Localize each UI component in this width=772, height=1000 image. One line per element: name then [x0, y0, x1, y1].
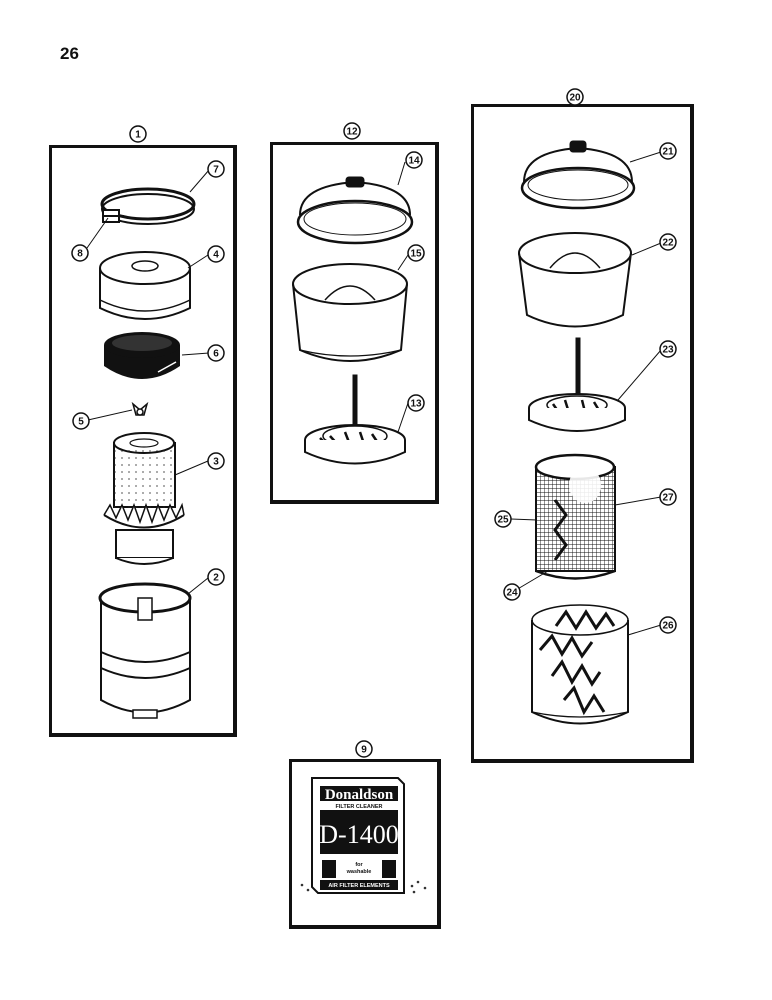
callout-23: 23	[662, 345, 674, 356]
filter-element-3	[103, 432, 185, 565]
box-subtitle: FILTER CLEANER	[336, 804, 383, 810]
callout-markers	[71, 88, 677, 758]
callout-1: 1	[135, 130, 141, 141]
callout-27: 27	[662, 493, 674, 504]
page-number: 26	[60, 44, 79, 63]
box-model: D-1400	[319, 820, 398, 849]
callout-8: 8	[77, 249, 83, 260]
callout-4: 4	[213, 250, 219, 261]
callout-21: 21	[662, 147, 674, 158]
callout-13: 13	[410, 399, 422, 410]
bowl-22	[518, 232, 632, 328]
callout-22: 22	[662, 238, 674, 249]
callout-12: 12	[346, 127, 358, 138]
wing-nut-5	[131, 401, 149, 416]
clamp-ring-7	[100, 187, 196, 225]
oil-cup-2	[98, 582, 192, 719]
callout-5: 5	[78, 417, 84, 428]
cap-21	[520, 140, 636, 210]
callout-20: 20	[569, 93, 581, 104]
center-plate-13	[304, 374, 406, 465]
callout-14: 14	[408, 156, 420, 167]
callout-2: 2	[213, 573, 219, 584]
box-usage-note: washable	[346, 869, 372, 875]
filter-cover-4	[99, 251, 191, 320]
callout-9: 9	[361, 745, 367, 756]
filter-cleaner-box-9	[300, 777, 427, 894]
spiral-26	[531, 604, 629, 725]
center-plate-23	[528, 337, 626, 432]
gasket-6	[104, 332, 180, 379]
box-usage-bottom: AIR FILTER ELEMENTS	[328, 883, 390, 889]
screen-element-27	[534, 453, 616, 580]
callout-3: 3	[213, 457, 219, 468]
callout-26: 26	[662, 621, 674, 632]
box-usage-for: for	[355, 862, 363, 868]
box-brand: Donaldson	[325, 787, 394, 803]
bowl-15	[292, 263, 408, 362]
callout-25: 25	[497, 515, 509, 526]
callout-6: 6	[213, 349, 219, 360]
callout-24: 24	[506, 588, 518, 599]
leader-lines	[86, 151, 662, 636]
callout-15: 15	[410, 249, 422, 260]
callout-7: 7	[213, 165, 219, 176]
cap-14	[296, 176, 414, 245]
